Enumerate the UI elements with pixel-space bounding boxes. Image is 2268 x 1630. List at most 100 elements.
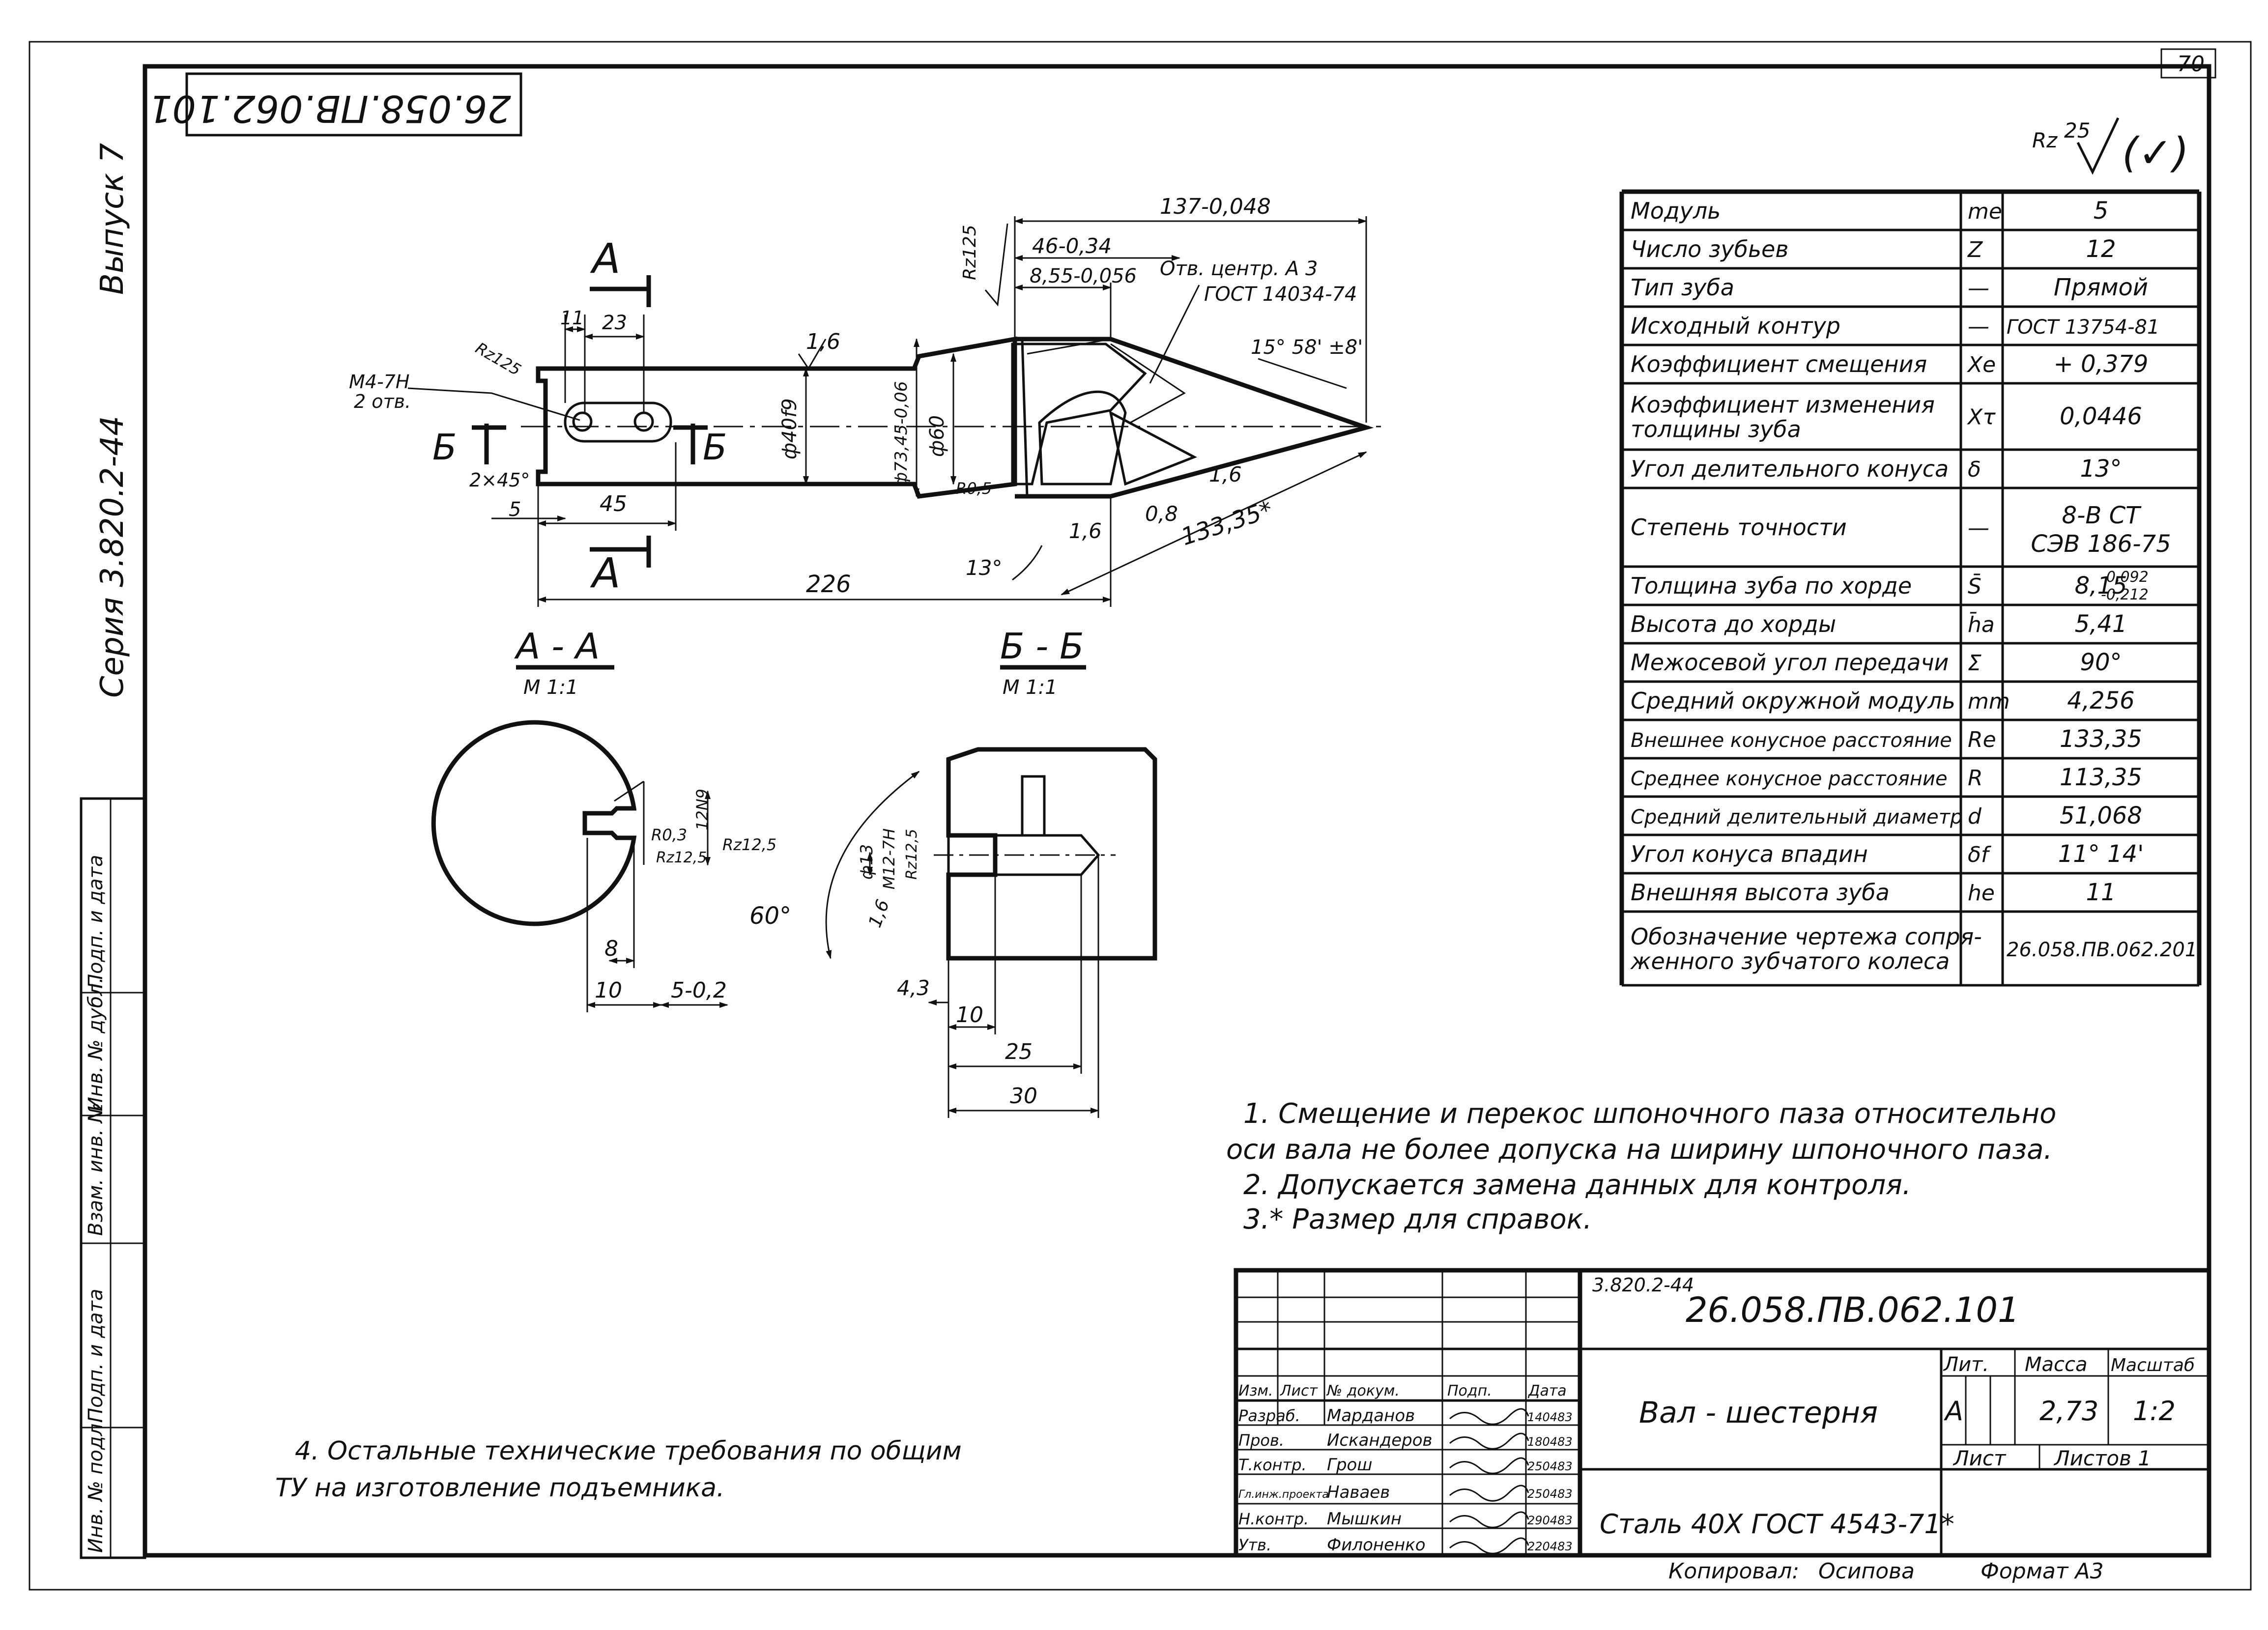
tb-material: Сталь 40Х ГОСТ 4543-71* (1600, 1509, 1954, 1540)
param-symbol: h̄a (1968, 611, 1995, 637)
dim-11: 11 (560, 307, 584, 329)
tb-hdr-izm: Изм. (1238, 1382, 1273, 1400)
stamp-inv-dup: Инв. № дубл. (85, 977, 107, 1112)
technical-notes: 1. Смещение и перекос шпоночного паза от… (275, 1098, 2056, 1503)
angle-root: 15° 58' ±8' (1251, 336, 1363, 359)
param-name: Степень точности (1631, 514, 1847, 541)
staff-date: 180483 (1527, 1435, 1573, 1449)
section-mark-a-top: А (590, 234, 620, 283)
param-value: 11° 14' (2058, 840, 2144, 868)
dia-60: ф60 (926, 415, 948, 457)
stamp-replace-inv: Взам. инв. № (85, 1102, 107, 1236)
left-strip: Выпуск 7 Серия 3.820.2-44 Инв. № подл. П… (80, 143, 146, 1559)
title-block: 3.820.2-44 26.058.ПВ.062.101 Вал - шесте… (1234, 1268, 2211, 1558)
param-name: Тип зуба (1631, 274, 1734, 301)
dim-5: 5 (509, 498, 521, 521)
bb-30: 30 (1010, 1084, 1037, 1109)
param-name: Число зубьев (1631, 236, 1788, 262)
dim-46: 46-0,34 (1032, 234, 1112, 258)
param-value: 13° (2080, 455, 2122, 483)
bb-rz125: Rz12,5 (903, 829, 920, 880)
param-value: 51,068 (2060, 802, 2142, 829)
note4-line-2: ТУ на изготовление подъемника. (275, 1473, 725, 1503)
param-name: Толщина зуба по хорде (1631, 572, 1912, 599)
tb-scale-label: Масштаб (2111, 1355, 2195, 1375)
issue-label: Выпуск 7 (94, 143, 131, 295)
svg-text:25: 25 (2064, 118, 2090, 143)
tb-part-name: Вал - шестерня (1639, 1396, 1878, 1430)
sheet-page-number: 70 (2177, 52, 2205, 77)
staff-date: 140483 (1527, 1410, 1573, 1424)
note-line-1: 1. Смещение и перекос шпоночного паза от… (1243, 1098, 2056, 1130)
note-line-3: 2. Допускается замена данных для контрол… (1243, 1169, 1911, 1201)
rough-16-a: 1,6 (806, 329, 840, 354)
dim-13deg: 13° (966, 556, 1002, 580)
staff-role: Н.контр. (1238, 1510, 1309, 1528)
aa-r03: R0,3 (651, 826, 687, 844)
section-aa-title: А - А (514, 626, 600, 667)
staff-signature (1449, 1408, 1529, 1425)
chamfer: 2×45° (469, 469, 530, 491)
series-label: Серия 3.820.2-44 (94, 416, 131, 698)
tb-sheet-label: Лист (1952, 1446, 2007, 1470)
center-hole-label-2: ГОСТ 14034-74 (1204, 283, 1357, 306)
r05: R0,5 (956, 479, 992, 498)
param-value: ГОСТ 13754-81 (2007, 316, 2159, 339)
param-value: 26.058.ПВ.062.201 (2007, 939, 2197, 961)
stamp-inv-orig: Инв. № подл. (85, 1417, 107, 1553)
note4-line-1: 4. Остальные технические требования по о… (295, 1436, 962, 1466)
staff-signature (1449, 1537, 1529, 1554)
note-line-2: оси вала не более допуска на ширину шпон… (1226, 1134, 2052, 1166)
param-symbol: Xe (1967, 352, 1996, 377)
staff-role: Утв. (1238, 1536, 1271, 1554)
staff-name: Филоненко (1327, 1535, 1426, 1555)
staff-signature (1449, 1485, 1529, 1502)
dim-133-35: 133,35* (1177, 496, 1276, 551)
param-value: 5,41 (2075, 610, 2127, 638)
footer: Копировал: Осипова Формат А3 (1668, 1559, 2104, 1584)
param-name: Среднее конусное расстояние (1631, 768, 1948, 790)
center-hole-label-1: Отв. центр. А 3 (1160, 257, 1318, 280)
tb-mass-label: Масса (2025, 1353, 2088, 1376)
param-symbol: δf (1968, 842, 1992, 867)
section-mark-b-right: Б (703, 427, 727, 468)
param-name: Модуль (1631, 198, 1721, 224)
param-value: 8-В СТ (2062, 502, 2142, 529)
tb-mass-value: 2,73 (2039, 1396, 2098, 1427)
param-row: Тип зуба—Прямой (1631, 274, 2148, 301)
main-view: 137-0,048 46-0,34 8,55-0,056 Rz125 Отв. … (349, 194, 1386, 607)
svg-text:Rz: Rz (2032, 128, 2058, 152)
section-aa: А - А М 1:1 R0,3 Rz12,5 Rz12,5 12N9 8 10… (431, 626, 776, 1012)
thread-label-2: 2 отв. (354, 391, 411, 412)
param-symbol: — (1968, 276, 1989, 301)
footer-copied-label: Копировал: (1668, 1559, 1799, 1584)
rough-08: 0,8 (1145, 502, 1178, 526)
param-value: 0,0446 (2060, 403, 2142, 430)
rough-16-b: 1,6 (1209, 462, 1242, 486)
aa-rz125b: Rz12,5 (722, 835, 776, 854)
section-bb-scale: М 1:1 (1003, 676, 1058, 699)
dia-73-45: ф73,45-0,06 (891, 381, 911, 486)
svg-text:(✓): (✓) (2122, 129, 2189, 177)
aa-10: 10 (595, 978, 622, 1003)
param-symbol: — (1968, 314, 1989, 339)
dim-855: 8,55-0,056 (1030, 265, 1137, 287)
stamp-sign-date-2: Подп. и дата (85, 855, 107, 989)
param-symbol: δ (1968, 457, 1981, 482)
param-symbol: — (1968, 515, 1989, 541)
general-roughness-mark: Rz 25 (✓) (2032, 117, 2189, 177)
param-symbol: R (1968, 766, 1983, 791)
param-name: Высота до хорды (1631, 611, 1836, 637)
